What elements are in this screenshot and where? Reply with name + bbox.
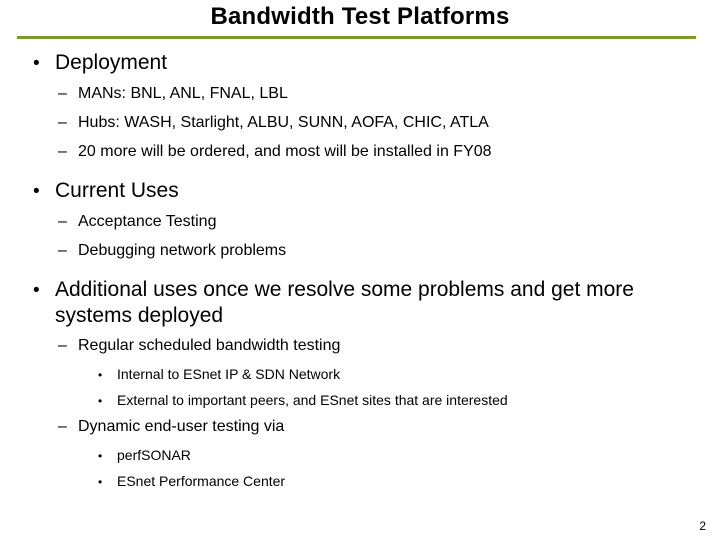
dash-marker-icon: – — [58, 337, 67, 354]
outline-item-level2: –Dynamic end-user testing via — [0, 417, 720, 437]
dash-marker-icon: – — [58, 85, 67, 102]
dash-marker-icon: – — [58, 213, 67, 230]
outline-item-text: Regular scheduled bandwidth testing — [78, 337, 341, 354]
bullet-marker-icon: • — [33, 53, 40, 74]
bullet-marker-icon: • — [98, 394, 103, 408]
dash-marker-icon: – — [58, 143, 67, 160]
title-divider — [17, 36, 696, 39]
outline-item-level2: –20 more will be ordered, and most will … — [0, 142, 720, 162]
outline-item-text: Deployment — [55, 51, 168, 74]
bullet-marker-icon: • — [33, 280, 40, 301]
outline-item-text: Hubs: WASH, Starlight, ALBU, SUNN, AOFA,… — [78, 114, 489, 131]
outline-item-text: Dynamic end-user testing via — [78, 418, 285, 435]
outline-item-text: Acceptance Testing — [78, 213, 217, 230]
outline-item-text: External to important peers, and ESnet s… — [117, 392, 508, 408]
outline-item-level3: • ESnet Performance Center — [0, 472, 720, 491]
outline-item-level2: –Regular scheduled bandwidth testing — [0, 336, 720, 356]
outline-item-level1: • Additional uses once we resolve some pr… — [0, 277, 720, 329]
dash-marker-icon: – — [58, 242, 67, 259]
outline-item-level2: –Debugging network problems — [0, 241, 720, 261]
outline-item-text: 20 more will be ordered, and most will b… — [78, 143, 492, 160]
outline-item-text: Internal to ESnet IP & SDN Network — [117, 366, 341, 382]
outline-item-text: MANs: BNL, ANL, FNAL, LBL — [78, 85, 288, 102]
outline-item-text: perfSONAR — [117, 447, 191, 463]
outline-item-text: Current Uses — [55, 179, 179, 202]
outline-item-level3: • External to important peers, and ESnet … — [0, 391, 720, 410]
outline: •Deployment–MANs: BNL, ANL, FNAL, LBL–Hu… — [0, 39, 720, 498]
outline-item-level2: –MANs: BNL, ANL, FNAL, LBL — [0, 84, 720, 104]
slide-title: Bandwidth Test Platforms — [210, 3, 510, 30]
dash-marker-icon: – — [58, 114, 67, 131]
bullet-marker-icon: • — [98, 368, 103, 382]
outline-item-level3: • perfSONAR — [0, 446, 720, 465]
bullet-marker-icon: • — [98, 449, 103, 463]
dash-marker-icon: – — [58, 418, 67, 435]
outline-item-text: Debugging network problems — [78, 242, 287, 259]
outline-item-text: ESnet Performance Center — [117, 473, 286, 489]
outline-item-level1: • Current Uses — [0, 178, 720, 205]
bullet-marker-icon: • — [33, 181, 40, 202]
outline-item-level3: • Internal to ESnet IP & SDN Network — [0, 365, 720, 384]
bullet-marker-icon: • — [98, 475, 103, 489]
outline-item-text: Additional uses once we resolve some pro… — [55, 278, 640, 327]
page-number: 2 — [699, 519, 706, 533]
outline-item-level1: • Deployment — [0, 50, 720, 77]
outline-item-level2: –Hubs: WASH, Starlight, ALBU, SUNN, AOFA… — [0, 113, 720, 133]
outline-item-level2: –Acceptance Testing — [0, 212, 720, 232]
